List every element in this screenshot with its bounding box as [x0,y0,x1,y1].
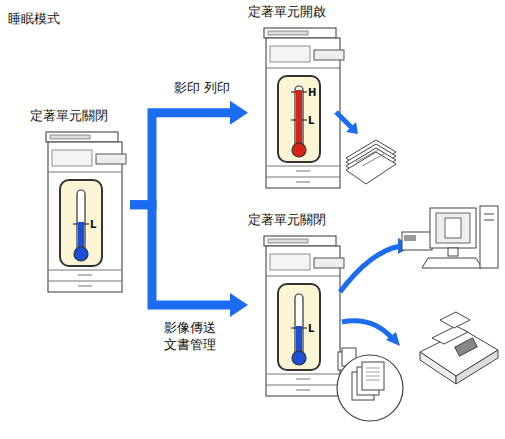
node-heading: 定著單元關閉 [248,212,348,228]
arrow-head [230,293,248,317]
thermometer-mark: L [308,115,314,126]
diagram-title: 睡眠模式 [8,10,60,27]
printer-node: 定著單元關閉 [248,212,348,398]
printer-node: 定著單元開啟 [248,4,348,190]
node-heading: 定著單元開啟 [248,4,348,20]
printer-node: 定著單元關閉 [30,108,130,294]
thermometer-mark: L [308,323,314,334]
edge-label: 影印 列印 [174,79,254,96]
edge-label: 影像傳送 文書管理 [164,319,224,353]
thermometer-mark: L [90,219,96,230]
flow-line [130,205,230,305]
arrow-head [230,101,248,125]
flow-arrow [130,205,248,317]
node-heading: 定著單元關閉 [30,108,130,124]
thermometer-mark: H [308,87,316,98]
flow-arrow [130,101,248,205]
flow-line [130,113,230,205]
